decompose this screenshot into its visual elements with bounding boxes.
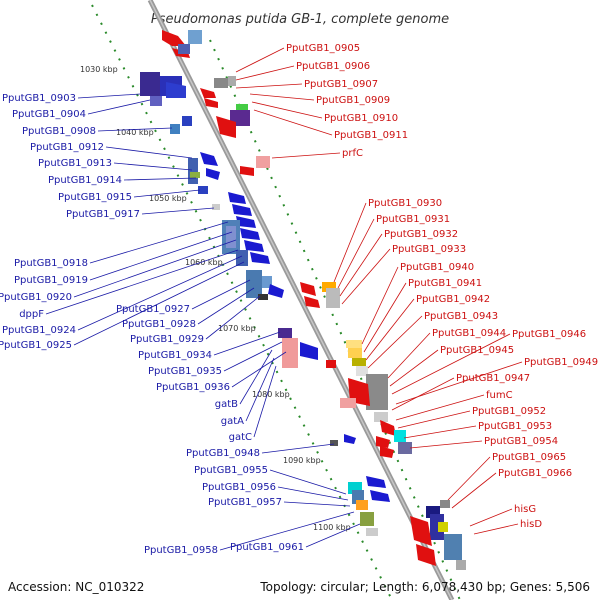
map-title: Pseudomonas putida GB-1, complete genome — [151, 12, 449, 27]
gene-label: PputGB1_0904 — [12, 109, 86, 120]
gene-label: PputGB1_0933 — [392, 244, 466, 255]
gene-label: PputGB1_0928 — [122, 319, 196, 330]
gene-label: PputGB1_0953 — [478, 421, 552, 432]
gene-label: prfC — [342, 148, 363, 159]
gene-label: PputGB1_0957 — [208, 497, 282, 508]
gene-label: PputGB1_0935 — [148, 366, 222, 377]
gene-label: PputGB1_0914 — [48, 175, 122, 186]
gene-label: PputGB1_0936 — [156, 382, 230, 393]
gene-features — [140, 30, 466, 570]
gene-label: PputGB1_0954 — [484, 436, 558, 447]
genome-summary: Topology: circular; Length: 6,078,430 bp… — [260, 580, 590, 594]
ruler-label: 1050 kbp — [149, 194, 187, 203]
gene-label: PputGB1_0942 — [416, 294, 490, 305]
gene-label: PputGB1_0907 — [304, 79, 378, 90]
gene-label: PputGB1_0911 — [334, 130, 408, 141]
ruler-label: 1100 kbp — [313, 523, 351, 532]
gene-label: PputGB1_0927 — [116, 304, 190, 315]
gene-label: PputGB1_0925 — [0, 340, 72, 351]
gene-label: hisD — [520, 519, 542, 530]
gene-label: PputGB1_0940 — [400, 262, 474, 273]
gene-label: PputGB1_0905 — [286, 43, 360, 54]
right-labels: PputGB1_0905 PputGB1_0906 PputGB1_0907 P… — [235, 43, 598, 535]
gene-label: dppF — [19, 309, 44, 320]
gene-label: PputGB1_0934 — [138, 350, 212, 361]
gene-label: PputGB1_0913 — [38, 158, 112, 169]
gene-label: PputGB1_0909 — [316, 95, 390, 106]
gene-label: PputGB1_0955 — [194, 465, 268, 476]
ruler-label: 1090 kbp — [283, 456, 321, 465]
gene-label: PputGB1_0920 — [0, 292, 72, 303]
gene-label: PputGB1_0932 — [384, 229, 458, 240]
ruler-track-right — [209, 39, 461, 601]
gene-label: PputGB1_0947 — [456, 373, 530, 384]
gene-label: gatC — [229, 432, 252, 443]
gene-label: PputGB1_0918 — [14, 258, 88, 269]
ruler-track-left — [91, 4, 393, 601]
ruler-label: 1040 kbp — [116, 128, 154, 137]
gene-label: PputGB1_0930 — [368, 198, 442, 209]
gene-label: PputGB1_0956 — [202, 482, 276, 493]
ruler-label: 1060 kbp — [185, 258, 223, 267]
gene-label: PputGB1_0966 — [498, 468, 572, 479]
gene-label: PputGB1_0946 — [512, 329, 586, 340]
gene-label: PputGB1_0924 — [2, 325, 76, 336]
left-labels: PputGB1_0903 PputGB1_0904 PputGB1_0908 P… — [0, 93, 361, 556]
gene-label: PputGB1_0908 — [22, 126, 96, 137]
gene-label: PputGB1_0944 — [432, 328, 506, 339]
gene-label: PputGB1_0917 — [66, 209, 140, 220]
gene-label: PputGB1_0952 — [472, 406, 546, 417]
gene-label: PputGB1_0915 — [58, 192, 132, 203]
gene-label: gatA — [221, 416, 244, 427]
gene-label: gatB — [215, 399, 238, 410]
gene-label: PputGB1_0912 — [30, 142, 104, 153]
gene-label: PputGB1_0948 — [186, 448, 260, 459]
gene-label: PputGB1_0949 — [524, 357, 598, 368]
gene-label: PputGB1_0958 — [144, 545, 218, 556]
ruler-label: 1070 kbp — [218, 324, 256, 333]
gene-label: PputGB1_0929 — [130, 334, 204, 345]
gene-label: PputGB1_0961 — [230, 542, 304, 553]
gene-label: PputGB1_0903 — [2, 93, 76, 104]
ruler-label: 1080 kbp — [252, 390, 290, 399]
ruler-label: 1030 kbp — [80, 65, 118, 74]
gene-label: PputGB1_0943 — [424, 311, 498, 322]
gene-label: fumC — [486, 390, 513, 401]
gene-label: PputGB1_0906 — [296, 61, 370, 72]
gene-label: PputGB1_0931 — [376, 214, 450, 225]
accession-label: Accession: NC_010322 — [8, 580, 145, 594]
gene-label: PputGB1_0910 — [324, 113, 398, 124]
gene-label: PputGB1_0919 — [14, 275, 88, 286]
gene-label: hisG — [514, 504, 536, 515]
gene-label: PputGB1_0941 — [408, 278, 482, 289]
gene-label: PputGB1_0965 — [492, 452, 566, 463]
